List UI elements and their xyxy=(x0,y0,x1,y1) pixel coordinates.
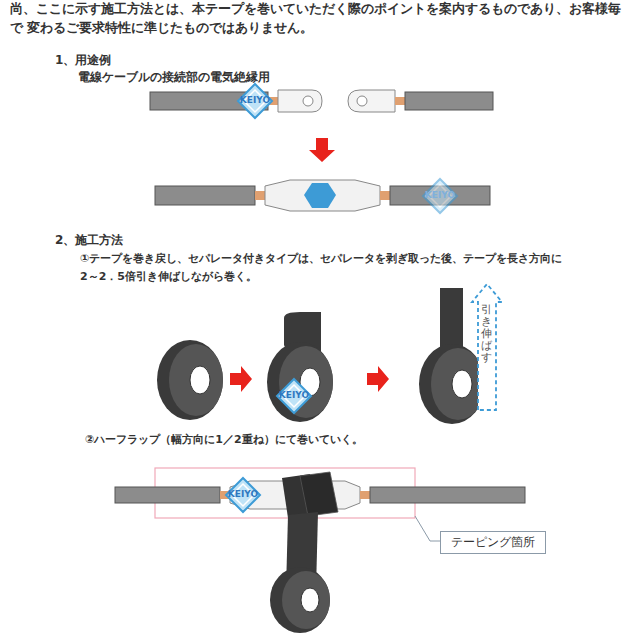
usage-text: 電線ケーブルの接続部の電気絶縁用 xyxy=(78,69,270,86)
box-label: テーピング箇所 xyxy=(451,535,535,550)
label-box: テーピング箇所 xyxy=(440,531,546,554)
step-text: ②ハーフラップ（幅方向に1／2重ね）にて巻いていく。 xyxy=(85,432,363,448)
step-text: ①テープを巻き戻し、セパレータ付きタイプは、セパレータを剥ぎ取った後、テープを長… xyxy=(80,250,570,285)
logo-watermark: KEIYO xyxy=(279,389,309,402)
section-heading: 1、用途例 xyxy=(55,52,111,69)
note-text: 尚、ここに示す施工方法とは、本テープを巻いていただく際のポイントを案内するもので… xyxy=(10,0,630,38)
logo-watermark: KEIYO xyxy=(228,488,258,501)
arrow-right xyxy=(230,366,252,392)
stretch-label: 引き伸ばす xyxy=(481,304,492,364)
leader-line xyxy=(415,516,440,541)
arrow-right xyxy=(367,366,389,392)
tape-roll-3 xyxy=(419,288,485,424)
arrow-down xyxy=(309,138,335,162)
logo-watermark: KEIYO xyxy=(425,189,455,202)
stretch-arrow xyxy=(472,284,502,410)
tape-roll-1 xyxy=(157,340,223,420)
tape-roll-2 xyxy=(267,312,333,422)
cable-after xyxy=(155,179,490,213)
logo-watermark: KEIYO xyxy=(240,94,270,107)
section-heading: 2、施工方法 xyxy=(55,232,123,249)
cable-before xyxy=(150,84,493,118)
